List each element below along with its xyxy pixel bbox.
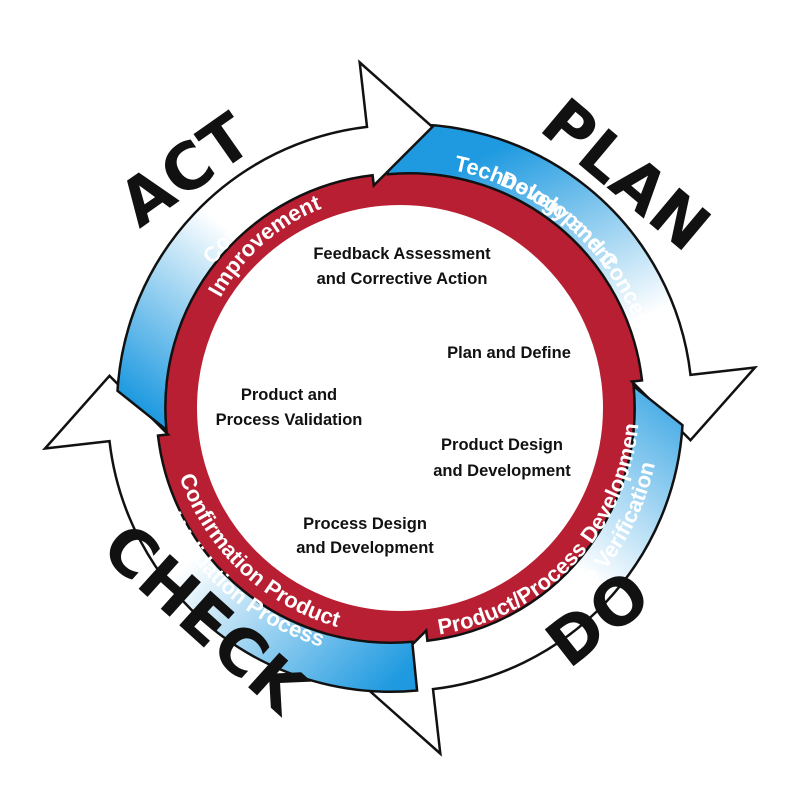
product-design-text-line2: and Development bbox=[433, 462, 571, 480]
feedback-assessment-text-line2: and Corrective Action bbox=[317, 270, 488, 288]
process-design-text-line2: and Development bbox=[296, 539, 434, 557]
product-validation-text-line1: Product and bbox=[241, 386, 337, 404]
check-arrow bbox=[41, 373, 419, 693]
plan-arrow bbox=[381, 123, 759, 443]
feedback-assessment-text-line1: Feedback Assessment bbox=[313, 245, 491, 263]
act-arrow bbox=[116, 59, 435, 433]
product-design-text-line1: Product Design bbox=[441, 436, 563, 454]
plan-define-text: Plan and Define bbox=[447, 344, 571, 362]
product-validation-text-line2: Process Validation bbox=[216, 411, 363, 429]
process-design-text-line1: Process Design bbox=[303, 515, 427, 533]
